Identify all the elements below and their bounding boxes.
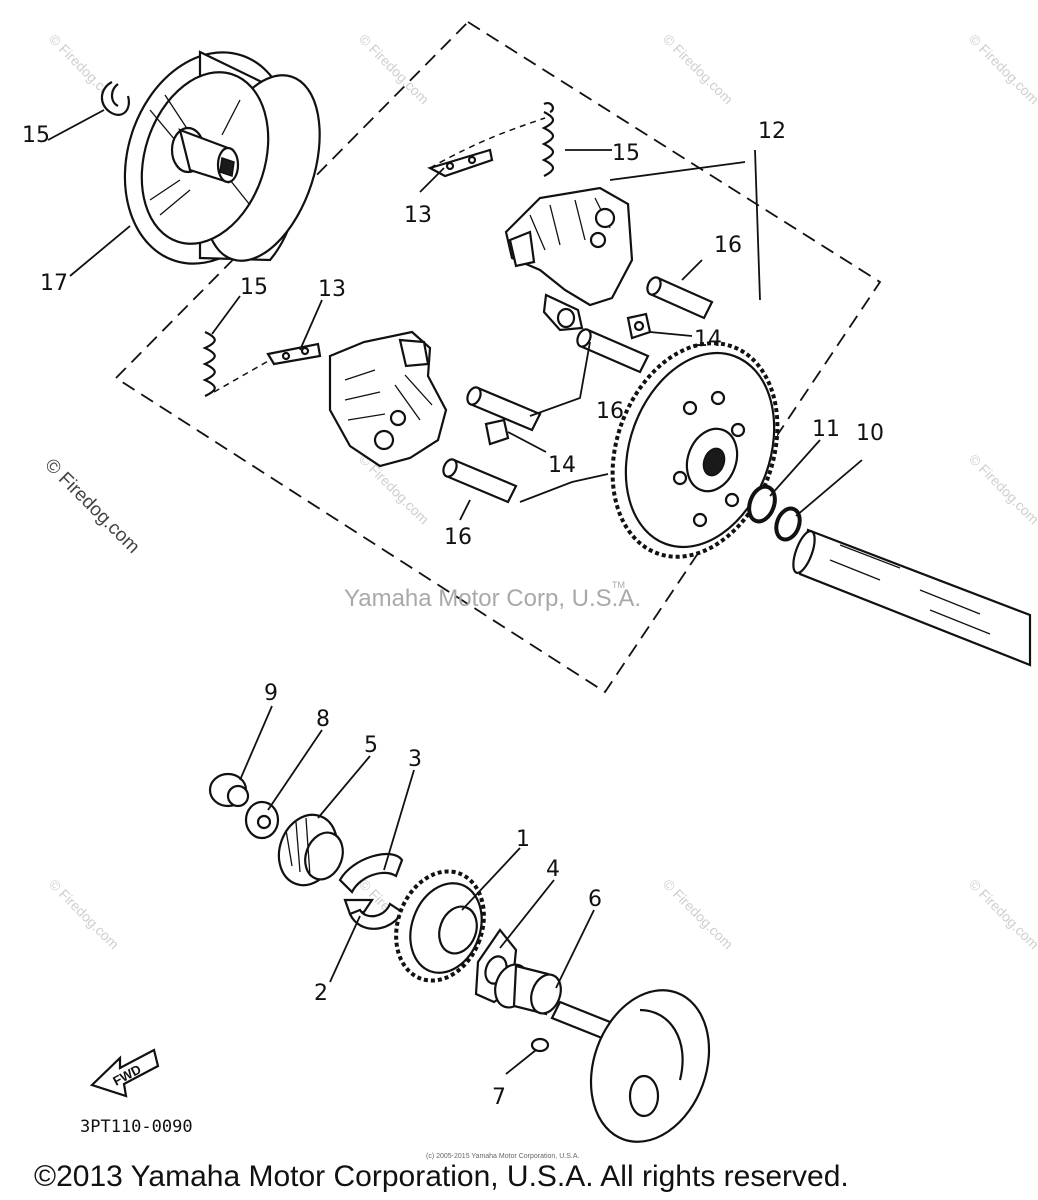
callout-4: 4 — [546, 857, 560, 882]
callout-16-middle: 16 — [596, 399, 624, 424]
callout-13-lower: 13 — [318, 277, 346, 302]
callout-9: 9 — [264, 681, 278, 706]
callout-11: 11 — [812, 417, 840, 442]
callout-15-lower: 15 — [240, 275, 268, 300]
center-watermark-tm: TM — [612, 580, 625, 590]
callout-6: 6 — [588, 887, 602, 912]
callout-17: 17 — [40, 271, 68, 296]
copyright-notice: ©2013 Yamaha Motor Corporation, U.S.A. A… — [34, 1160, 849, 1193]
part-10-washer — [774, 506, 802, 542]
part-1-primary-gear — [394, 869, 486, 983]
diagram-code: 3PT110-0090 — [80, 1117, 193, 1137]
callout-10: 10 — [856, 421, 884, 446]
callout-1: 1 — [516, 827, 530, 852]
tile-watermark: © Firedog.com — [660, 31, 736, 107]
callout-14-upper: 14 — [694, 327, 722, 352]
part-11-washer — [747, 484, 777, 524]
callout-16-lower: 16 — [444, 525, 472, 550]
callouts: 15 17 12 15 13 16 14 15 13 16 14 16 11 1… — [22, 119, 884, 1110]
part-8-washer — [244, 800, 280, 840]
side-watermark: © Firedog.com — [40, 455, 143, 558]
callout-8: 8 — [316, 707, 330, 732]
center-watermark: Yamaha Motor Corp, U.S.A. — [344, 585, 641, 612]
part-shaft — [792, 528, 1032, 667]
tile-watermark: © Firedog.com — [966, 876, 1038, 952]
callout-5: 5 — [364, 733, 378, 758]
part-6-bushing — [494, 963, 562, 1016]
fine-print: (c) 2005-2015 Yamaha Motor Corporation, … — [426, 1153, 579, 1160]
part-5-one-way-clutch — [277, 813, 344, 887]
part-large-gear — [610, 341, 780, 559]
part-16-pin-lower-a — [466, 386, 542, 432]
part-13-spring-plate-lower — [266, 342, 322, 366]
part-13-spring-plate-upper — [427, 148, 494, 178]
part-upper-clutch-shoe — [504, 186, 634, 332]
part-17-clutch-housing — [123, 50, 321, 265]
callout-7: 7 — [492, 1085, 506, 1110]
part-15-spring-lower — [202, 331, 216, 397]
tile-watermark: © Firedog.com — [966, 451, 1038, 527]
fwd-arrow-icon: FWD — [89, 1048, 160, 1098]
part-18-circlip — [100, 81, 130, 116]
part-14-bushing-lower — [484, 418, 510, 446]
callout-18: 15 — [22, 123, 50, 148]
part-16-pin-lower-b — [442, 458, 518, 504]
part-14-bushing-upper — [626, 312, 652, 340]
part-16-pin-middle — [576, 328, 650, 374]
part-15-spring-upper — [541, 102, 555, 177]
callout-16-upper: 16 — [714, 233, 742, 258]
part-9-collar — [208, 772, 250, 808]
callout-2: 2 — [314, 981, 328, 1006]
part-lower-clutch-shoe — [328, 330, 448, 468]
part-16-pin-upper — [646, 276, 714, 320]
callout-13-upper: 13 — [404, 203, 432, 228]
tile-watermark: © Firedog.com — [46, 876, 122, 952]
tile-watermark: © Firedog.com — [966, 31, 1038, 107]
callout-15-upper: 15 — [612, 141, 640, 166]
part-7-key — [530, 1037, 550, 1053]
leader-lines — [47, 109, 863, 1075]
callout-3: 3 — [408, 747, 422, 772]
callout-14-lower: 14 — [548, 453, 576, 478]
part-crankshaft-end — [550, 989, 711, 1143]
callout-12: 12 — [758, 119, 786, 144]
tile-watermark: © Firedog.com — [660, 876, 736, 952]
part-2-shim — [343, 898, 404, 930]
